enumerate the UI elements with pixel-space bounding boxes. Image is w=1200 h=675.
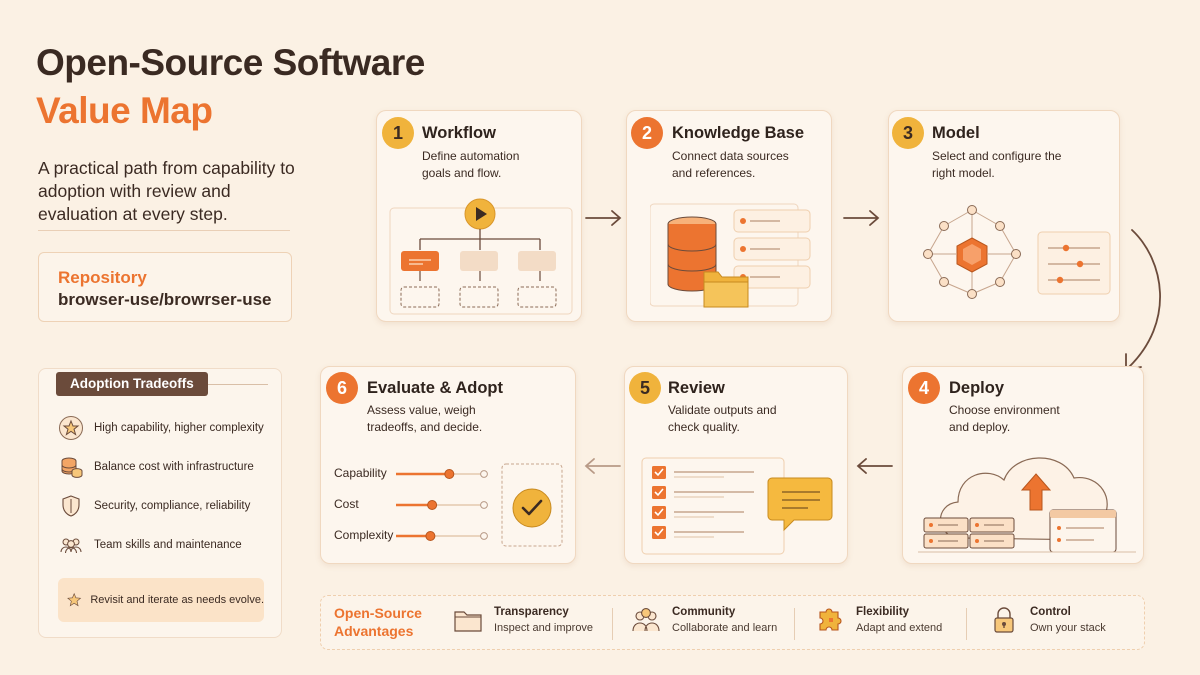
slider-end <box>480 470 488 478</box>
step-number: 1 <box>382 117 414 149</box>
repository-value: browser-use/browrser-use <box>58 290 272 309</box>
advantage-title: Flexibility <box>856 606 910 618</box>
iterate-note: Revisit and iterate as needs evolve. <box>58 578 264 622</box>
slider-end <box>480 532 488 540</box>
advantages-title: Open-Source Advantages <box>334 605 422 639</box>
slider-knob <box>427 500 438 510</box>
server-icon <box>923 517 1015 549</box>
comment-icon <box>767 477 833 532</box>
advantage-title: Community <box>672 606 736 618</box>
lock-icon <box>994 607 1014 633</box>
model-network-illustration <box>923 205 1111 299</box>
slider-knob <box>444 469 455 479</box>
star-icon <box>59 416 83 440</box>
slider-end <box>480 501 488 509</box>
step-title: Knowledge Base <box>672 124 805 142</box>
step-title: Model <box>932 124 980 142</box>
divider <box>38 230 290 231</box>
curved-arrow-icon <box>1125 229 1161 372</box>
step-desc: Validate outputs and check quality. <box>668 403 777 434</box>
step-desc: Define automation goals and flow. <box>422 149 520 180</box>
step-number: 3 <box>892 117 924 149</box>
step-desc: Choose environment and deploy. <box>949 403 1060 434</box>
step-number: 2 <box>631 117 663 149</box>
arrow-right-icon <box>843 210 880 226</box>
tradeoff-item: Team skills and maintenance <box>58 531 242 559</box>
step-card-evaluate-adopt <box>320 366 576 564</box>
advantage-control: Control Own your stack <box>988 604 1106 636</box>
advantage-desc: Collaborate and learn <box>672 622 778 634</box>
tradeoff-text: High capability, higher complexity <box>94 422 264 434</box>
tradeoff-text: Team skills and maintenance <box>94 539 242 551</box>
upload-arrow-icon <box>1020 473 1052 511</box>
evaluation-sliders <box>396 469 488 541</box>
step-title: Deploy <box>949 379 1005 397</box>
step-desc: Assess value, weigh tradeoffs, and decid… <box>367 403 483 434</box>
workflow-diagram-illustration <box>389 198 573 315</box>
step-title: Review <box>668 379 725 397</box>
review-checklist-illustration <box>641 457 833 555</box>
database-illustration <box>650 203 811 308</box>
community-icon <box>632 608 660 632</box>
slider-label-capability: Capability <box>334 466 387 480</box>
advantage-community: Community Collaborate and learn <box>630 604 777 636</box>
step-desc: Connect data sources and references. <box>672 149 789 180</box>
puzzle-icon <box>819 608 842 631</box>
folder-icon <box>454 611 482 632</box>
tradeoff-text: Balance cost with infrastructure <box>94 461 254 473</box>
coins-icon <box>61 457 83 478</box>
arrow-left-icon <box>856 458 893 474</box>
tradeoff-item: Balance cost with infrastructure <box>58 453 254 481</box>
reference-cards <box>733 209 811 289</box>
config-sliders <box>1048 247 1100 281</box>
check-icon <box>512 488 552 528</box>
arrow-left-icon <box>584 458 621 474</box>
divider <box>794 608 795 640</box>
slider-label-complexity: Complexity <box>334 528 394 542</box>
advantage-title: Control <box>1030 606 1071 618</box>
advantage-title: Transparency <box>494 606 569 618</box>
step-number: 6 <box>326 372 358 404</box>
repository-box <box>38 252 292 322</box>
slider-knob <box>425 531 436 541</box>
divider <box>612 608 613 640</box>
slider-label-cost: Cost <box>334 497 359 511</box>
folder-icon <box>703 271 749 308</box>
step-desc: Select and configure the right model. <box>932 149 1062 180</box>
step-number: 5 <box>629 372 661 404</box>
shield-icon <box>62 495 80 517</box>
tradeoffs-title: Adoption Tradeoffs <box>56 372 208 396</box>
intro-text: A practical path from capability to adop… <box>38 158 295 224</box>
advantage-transparency: Transparency Inspect and improve <box>452 604 593 636</box>
repository-label: Repository <box>58 268 147 287</box>
step-title: Workflow <box>422 124 496 142</box>
advantage-desc: Own your stack <box>1030 622 1106 634</box>
tradeoff-item: Security, compliance, reliability <box>58 492 250 520</box>
arrow-right-icon <box>585 210 622 226</box>
tradeoff-text: Security, compliance, reliability <box>94 500 251 512</box>
advantage-flexibility: Flexibility Adapt and extend <box>814 604 942 636</box>
page-title-line2: Value Map <box>36 90 213 131</box>
advantage-desc: Adapt and extend <box>856 622 943 634</box>
page-title-line1: Open-Source Software <box>36 42 425 83</box>
step-number: 4 <box>908 372 940 404</box>
star-icon <box>67 592 82 607</box>
iterate-note-text: Revisit and iterate as needs evolve. <box>90 594 264 606</box>
divider <box>208 384 268 385</box>
step-title: Evaluate & Adopt <box>367 379 503 397</box>
checkbox-icon <box>652 466 666 539</box>
advantage-desc: Inspect and improve <box>494 622 594 634</box>
decision-check-illustration <box>501 463 563 547</box>
team-icon <box>60 538 82 554</box>
tradeoff-item: High capability, higher complexity <box>58 414 264 442</box>
cloud-deploy-illustration <box>918 457 1136 553</box>
divider <box>966 608 967 640</box>
